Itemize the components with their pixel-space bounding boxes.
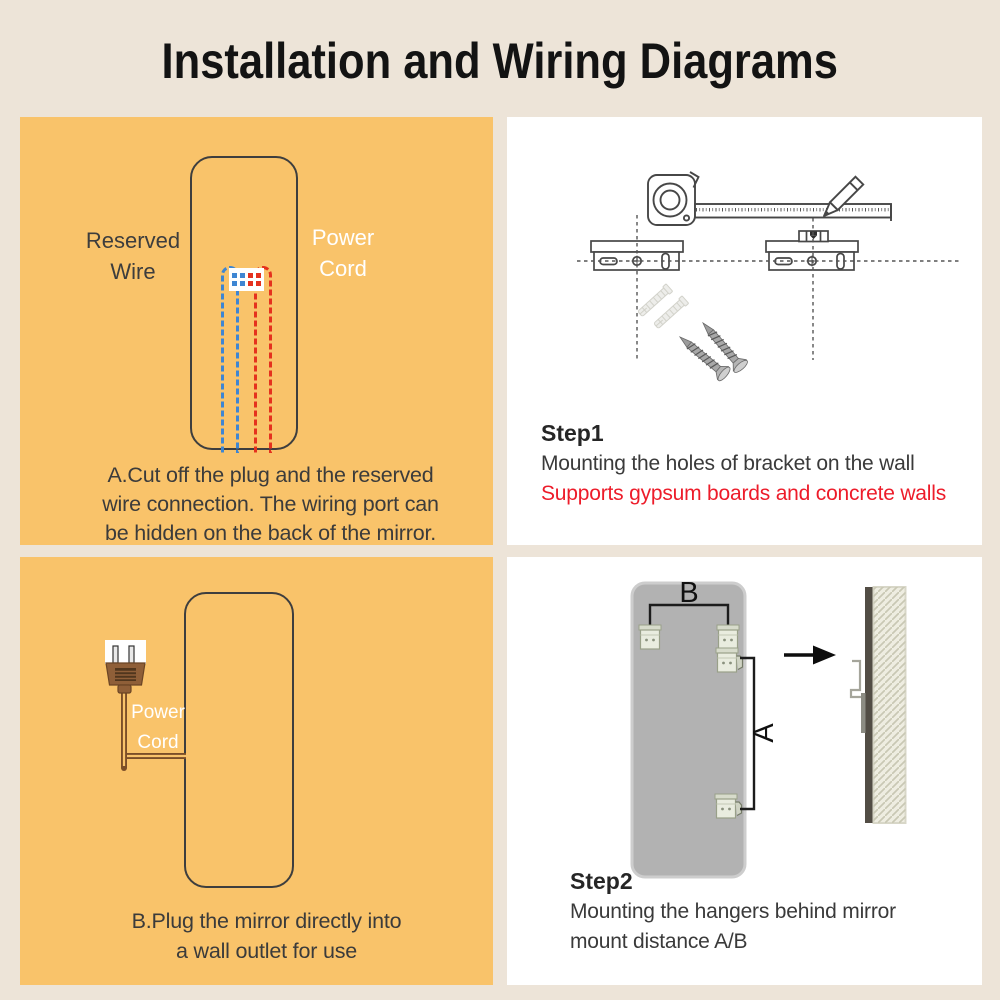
page-title: Installation and Wiring Diagrams bbox=[0, 28, 1000, 98]
step2-text: Step2 Mounting the hangers behind mirror… bbox=[570, 868, 896, 956]
wiring-port bbox=[229, 268, 264, 291]
panel-cut-plug-diagram: Reserved Wire Power Cord A.Cut off the p… bbox=[20, 117, 493, 545]
dimension-a-label: A bbox=[748, 723, 780, 743]
caption-line: wire connection. The wiring port can bbox=[102, 492, 439, 516]
hanger-hook-tab bbox=[735, 801, 743, 817]
reserved-wire-label-line: Wire bbox=[110, 259, 156, 284]
wall-hook-icon bbox=[849, 659, 866, 733]
wiring-port-pin bbox=[232, 273, 237, 278]
wiring-port-pin bbox=[248, 273, 253, 278]
wall-anchor-icon bbox=[637, 283, 673, 317]
page-title-text: Installation and Wiring Diagrams bbox=[161, 33, 839, 89]
hanger bbox=[715, 647, 744, 673]
power-cord-line bbox=[121, 686, 186, 771]
dimension-b-label: B bbox=[679, 577, 698, 609]
wiring-port-pin bbox=[240, 281, 245, 286]
step1-description: Mounting the holes of bracket on the wal… bbox=[541, 452, 915, 475]
outlet-plug-icon bbox=[105, 640, 186, 771]
step1-heading: Step1 bbox=[541, 420, 604, 446]
power-cord-label: Power Cord bbox=[268, 222, 418, 284]
panel-step2-diagram: B A bbox=[507, 557, 982, 985]
wall-anchor-icon bbox=[653, 295, 689, 329]
power-cord-label-line: Cord bbox=[137, 732, 179, 753]
wiring-port-pin bbox=[240, 273, 245, 278]
caption-line: a wall outlet for use bbox=[175, 939, 358, 963]
hanger bbox=[638, 624, 662, 650]
caption-step-b: B.Plug the mirror directly into a wall o… bbox=[30, 906, 493, 966]
plug-icon bbox=[105, 662, 146, 694]
reserved-wire-loop bbox=[221, 266, 239, 453]
screw-icon bbox=[678, 336, 731, 382]
pencil-icon bbox=[823, 175, 865, 217]
power-cord-label-line: Cord bbox=[319, 256, 367, 281]
power-cord-label-line: Power bbox=[311, 225, 375, 250]
caption-line: A.Cut off the plug and the reserved bbox=[107, 463, 434, 487]
panel-step1-diagram: Step1 Mounting the holes of bracket on t… bbox=[507, 117, 982, 545]
arrow-right-icon bbox=[784, 645, 836, 665]
mirror-outline bbox=[184, 592, 294, 888]
step2-heading: Step2 bbox=[570, 868, 633, 894]
step1-text: Step1 Mounting the holes of bracket on t… bbox=[541, 420, 946, 508]
hanger bbox=[716, 624, 740, 650]
panel-plug-in-diagram: Power Cord B.Plug the mirror directly in… bbox=[20, 557, 493, 985]
screw-icon bbox=[702, 321, 748, 373]
mirror-outline bbox=[190, 156, 298, 450]
wiring-port-pin bbox=[256, 273, 261, 278]
reserved-wire-label: Reserved Wire bbox=[58, 225, 208, 287]
power-cord-label: Power Cord bbox=[126, 698, 190, 758]
wiring-port-pin bbox=[248, 281, 253, 286]
power-cord-loop bbox=[254, 266, 272, 453]
hanger-mounting-diagram: B A bbox=[630, 577, 907, 879]
caption-line: be hidden on the back of the mirror. bbox=[104, 521, 437, 545]
step1-note-red: Supports gypsum boards and concrete wall… bbox=[541, 481, 947, 505]
wall-section bbox=[865, 586, 907, 824]
mounting-bracket-right-icon bbox=[765, 240, 859, 271]
wiring-port-pin bbox=[256, 281, 261, 286]
reserved-wire-label-line: Reserved bbox=[85, 228, 181, 253]
dimension-a-line bbox=[740, 656, 756, 811]
wall-marking-diagram bbox=[577, 171, 962, 382]
power-cord-label-line: Power bbox=[131, 702, 185, 723]
caption-step-a: A.Cut off the plug and the reserved wire… bbox=[34, 461, 493, 545]
caption-line: B.Plug the mirror directly into bbox=[131, 909, 402, 933]
wiring-port-pin bbox=[232, 281, 237, 286]
tape-measure-icon bbox=[647, 171, 892, 226]
dimension-b-line bbox=[648, 603, 730, 627]
step2-description-line: mount distance A/B bbox=[570, 929, 748, 953]
wall-outlet-icon bbox=[105, 640, 146, 664]
hanger bbox=[714, 793, 743, 819]
step2-description-line: Mounting the hangers behind mirror bbox=[570, 900, 896, 923]
